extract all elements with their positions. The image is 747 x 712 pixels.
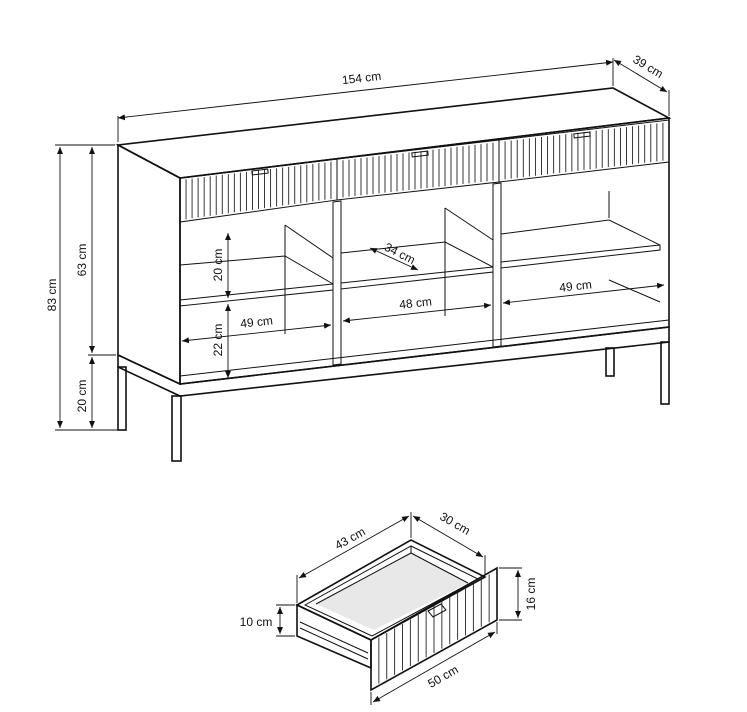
drawer-fronts <box>179 119 670 223</box>
upper-shelf-height-label: 20 cm <box>211 249 225 282</box>
depth-label: 39 cm <box>630 52 665 81</box>
drawer-handle-right <box>573 131 591 139</box>
left-width-label: 49 cm <box>240 313 274 330</box>
drawer-front-ribs-middle <box>342 142 494 198</box>
middle-width-label: 48 cm <box>399 294 433 311</box>
lower-shelf-height-label: 22 cm <box>211 324 225 357</box>
drawer-width-label: 43 cm <box>332 524 367 552</box>
width-label: 154 cm <box>341 69 382 87</box>
drawer-handle-middle <box>411 150 429 158</box>
drawer-drawing: 43 cm 30 cm 16 cm 10 cm 50 cm <box>240 509 538 705</box>
drawer-handle-left <box>251 168 269 176</box>
sideboard-plinth <box>117 326 670 397</box>
sideboard-top <box>115 87 672 179</box>
total-height-label: 83 cm <box>45 279 59 312</box>
drawer-front-panel <box>370 566 498 692</box>
drawer-front-ribs-right <box>504 122 664 180</box>
sideboard-dimensions: 154 cm 39 cm 83 cm 63 cm 20 cm 20 cm 22 … <box>45 52 670 431</box>
right-width-label: 49 cm <box>559 277 593 294</box>
drawer-front-ribs-left <box>185 161 332 220</box>
body-height-label: 63 cm <box>75 244 89 277</box>
sideboard-legs <box>117 341 670 462</box>
drawer-handle-notch <box>427 603 447 618</box>
sideboard-left-side <box>117 143 181 386</box>
sideboard-drawing <box>115 87 672 462</box>
sideboard-front <box>179 117 670 385</box>
drawer-front-height-label: 16 cm <box>524 578 538 611</box>
shelf-depth-label: 34 cm <box>382 240 417 267</box>
leg-height-label: 20 cm <box>75 380 89 413</box>
drawer-front-width-label: 50 cm <box>425 662 460 690</box>
drawer-box-height-label: 10 cm <box>240 615 273 629</box>
shelves <box>179 219 670 377</box>
